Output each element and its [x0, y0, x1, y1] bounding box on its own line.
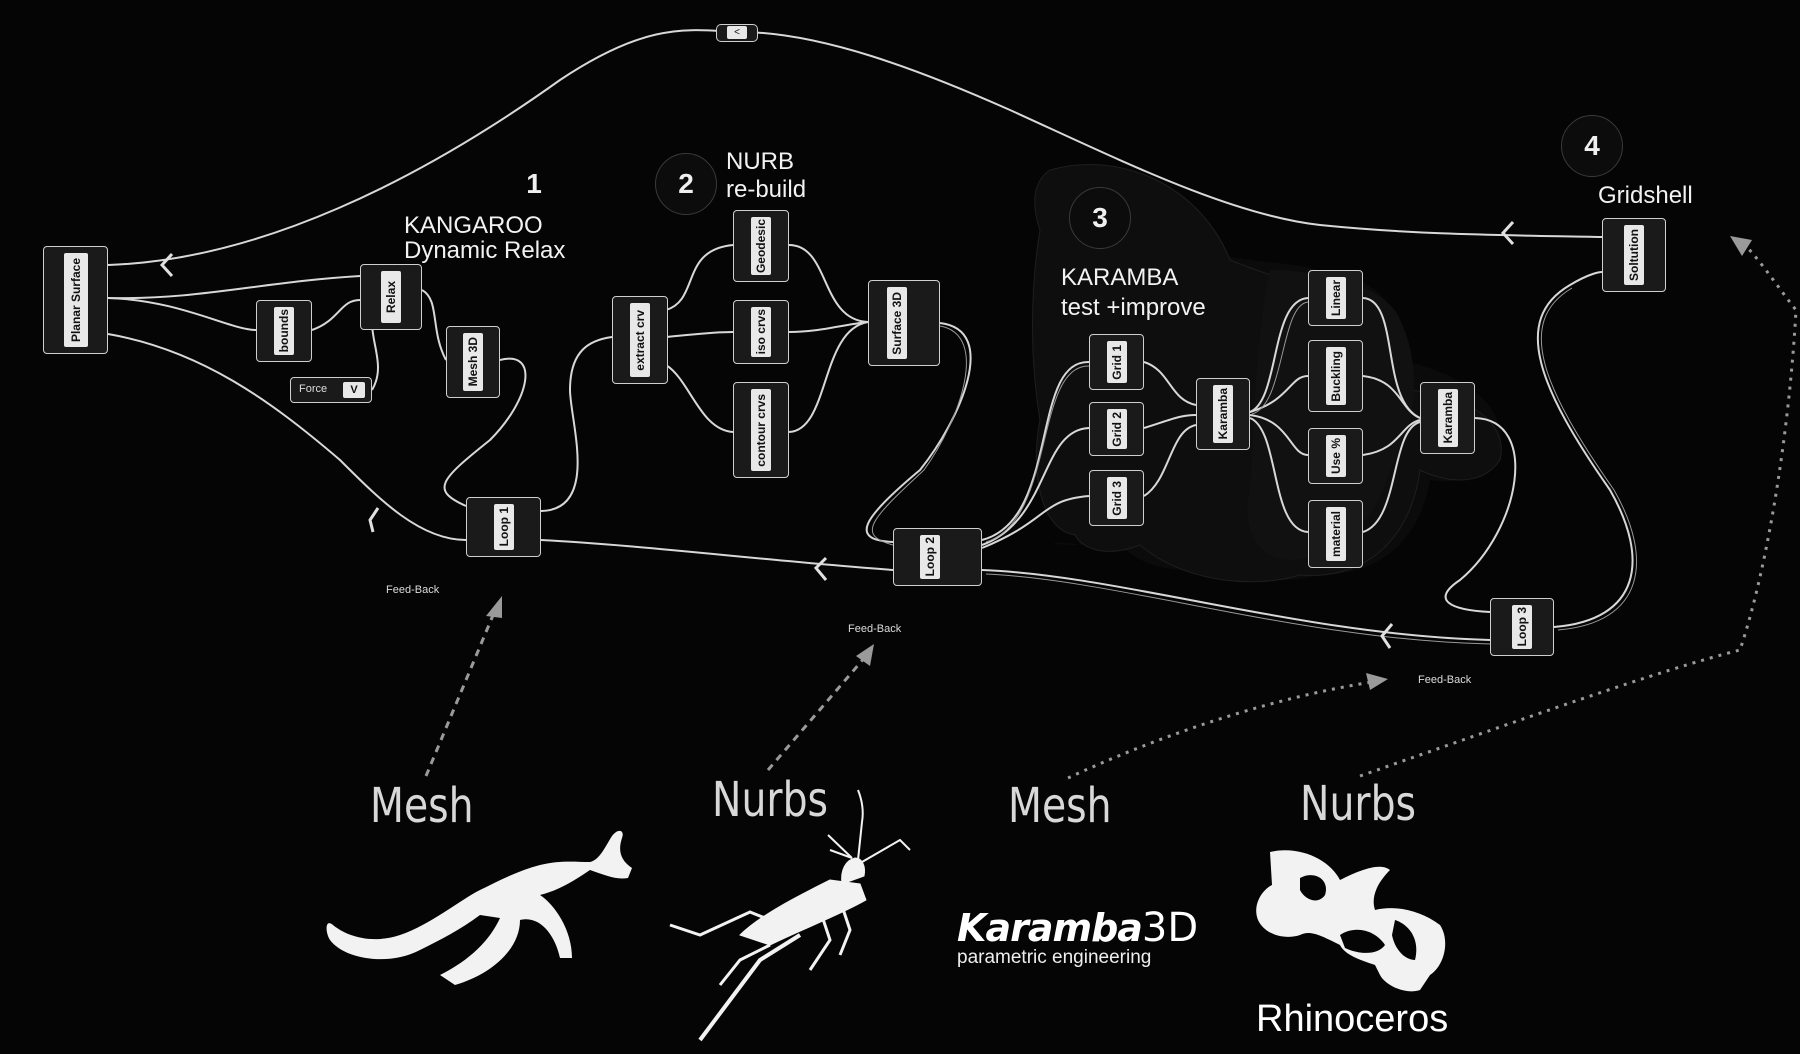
- linear-node[interactable]: Linear: [1308, 270, 1363, 326]
- karamba-logo-subtitle: parametric engineering: [957, 947, 1152, 968]
- dashed-arrows: [424, 242, 1798, 780]
- solution-label: Soltution: [1627, 229, 1641, 281]
- step-4-circle: [1561, 115, 1623, 177]
- grid-1-node[interactable]: Grid 1: [1089, 334, 1144, 390]
- arrow-heads: [486, 236, 1752, 690]
- step-2-subtitle: re-build: [726, 176, 807, 203]
- geodesic-label: Geodesic: [754, 218, 768, 274]
- planar-surface-label: Planar Surface: [68, 257, 83, 343]
- iso-crvs-label: iso crvs: [754, 309, 768, 355]
- karamba-assemble-node[interactable]: Karamba: [1196, 378, 1250, 450]
- loop-3-label: Loop 3: [1515, 607, 1529, 647]
- material-label: material: [1328, 510, 1343, 558]
- flow-chevrons: [159, 220, 1515, 649]
- feedback-label-3: Feed-Back: [1418, 674, 1472, 686]
- loop-3-node[interactable]: Loop 3: [1490, 598, 1554, 656]
- karamba-analyze-label: Karamba: [1440, 392, 1455, 444]
- grasshopper-icon: [669, 789, 911, 1042]
- karamba-assemble-label: Karamba: [1216, 388, 1230, 440]
- top-toggle-widget[interactable]: <: [716, 24, 758, 42]
- extract-crv-label: extract crv: [633, 309, 647, 371]
- extract-crv-node[interactable]: extract crv: [612, 296, 668, 384]
- step-3-number: 3: [1092, 202, 1108, 233]
- step-3-subtitle: test +improve: [1061, 294, 1206, 321]
- mesh-3d-node[interactable]: Mesh 3D: [446, 326, 500, 398]
- bounds-node[interactable]: bounds: [256, 300, 312, 362]
- contour-crvs-label: contour crvs: [754, 393, 768, 467]
- loop-1-label: Loop 1: [496, 507, 511, 547]
- grid-3-label: Grid 3: [1109, 480, 1124, 516]
- force-slider[interactable]: Force V: [290, 377, 372, 403]
- mesh-3d-label: Mesh 3D: [466, 337, 480, 387]
- loop-2-label: Loop 2: [923, 537, 937, 577]
- bounds-label: bounds: [277, 309, 291, 353]
- wires: [107, 29, 1638, 645]
- results-group: [1247, 270, 1414, 560]
- format-nurbs-1: Nurbs: [712, 772, 829, 828]
- step-4-number: 4: [1584, 130, 1600, 161]
- force-label: Force: [299, 383, 328, 395]
- relax-label: Relax: [384, 280, 398, 314]
- step-1-subtitle: Dynamic Relax: [404, 237, 566, 264]
- step-2-number: 2: [678, 168, 694, 199]
- loop-1-node[interactable]: Loop 1: [466, 497, 541, 557]
- linear-label: Linear: [1328, 279, 1343, 316]
- surface-3d-node[interactable]: Surface 3D: [868, 280, 940, 366]
- force-toggle-button[interactable]: V: [343, 382, 365, 398]
- iso-crvs-node[interactable]: iso crvs: [733, 300, 789, 364]
- relax-node[interactable]: Relax: [360, 264, 422, 330]
- rhinoceros-logo-text: Rhinoceros: [1256, 998, 1449, 1040]
- format-mesh-2: Mesh: [1008, 778, 1112, 834]
- step-3-title: KARAMBA: [1061, 264, 1179, 291]
- grid-1-label: Grid 1: [1109, 344, 1124, 380]
- karamba-logo-text: Karamba: [957, 906, 1143, 950]
- step-2-circle: [655, 153, 717, 215]
- step-1-number: 1: [526, 168, 542, 199]
- use-percent-label: Use %: [1328, 437, 1343, 475]
- format-nurbs-2: Nurbs: [1300, 776, 1417, 832]
- feedback-label-1: Feed-Back: [386, 584, 440, 596]
- buckling-label: Buckling: [1328, 350, 1343, 402]
- top-toggle-label: <: [727, 26, 747, 39]
- step-4-title: Gridshell: [1598, 182, 1693, 209]
- solution-node[interactable]: Soltution: [1602, 218, 1666, 292]
- step-3-circle: [1069, 187, 1131, 249]
- planar-surface-node[interactable]: Planar Surface: [43, 246, 108, 354]
- karamba-logo-3d: 3D: [1141, 905, 1199, 951]
- grid-2-node[interactable]: Grid 2: [1089, 402, 1144, 456]
- material-node[interactable]: material: [1308, 500, 1363, 568]
- rhino-icon: [1256, 850, 1446, 992]
- use-percent-node[interactable]: Use %: [1308, 428, 1363, 484]
- contour-crvs-node[interactable]: contour crvs: [733, 382, 789, 478]
- grid-2-label: Grid 2: [1109, 411, 1124, 447]
- grid-3-node[interactable]: Grid 3: [1089, 470, 1144, 526]
- karamba-analyze-node[interactable]: Karamba: [1420, 382, 1475, 454]
- geodesic-node[interactable]: Geodesic: [733, 210, 789, 282]
- format-mesh-1: Mesh: [370, 778, 474, 834]
- feedback-label-2: Feed-Back: [848, 623, 902, 635]
- karamba3d-logo: Karamba3D parametric engineering: [957, 905, 1198, 969]
- step-2-title: NURB: [726, 148, 795, 175]
- kangaroo-icon: [326, 830, 632, 985]
- step-1-title: KANGAROO: [404, 212, 543, 239]
- buckling-node[interactable]: Buckling: [1308, 340, 1363, 412]
- loop-2-node[interactable]: Loop 2: [893, 528, 982, 586]
- surface-3d-label: Surface 3D: [890, 291, 904, 355]
